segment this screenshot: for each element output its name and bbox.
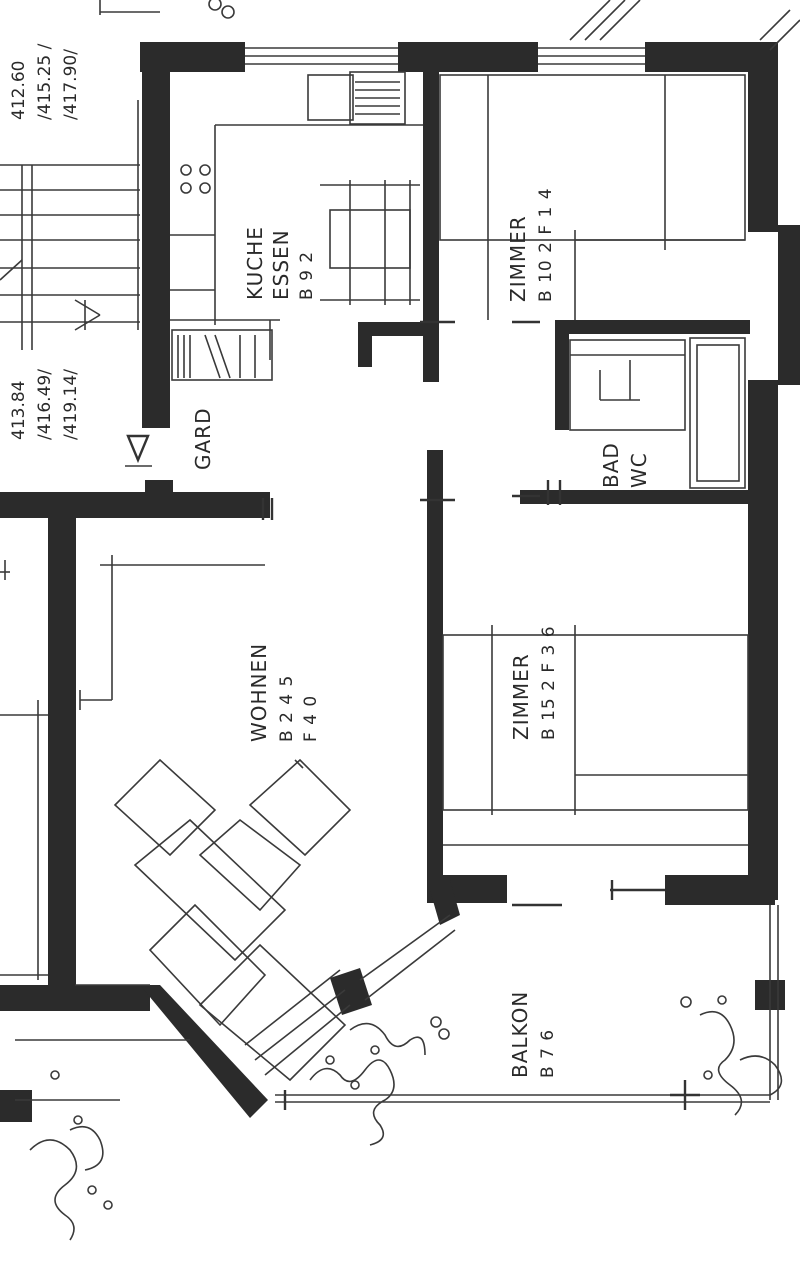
room-dims-wohnen-b: B 2 4 5 xyxy=(277,675,297,742)
room-name-zimmer-mid: ZIMMER xyxy=(509,653,533,740)
room-name-essen: ESSEN xyxy=(269,229,293,300)
label-bad: BAD WC xyxy=(599,442,651,488)
room-name-wc: WC xyxy=(627,452,651,488)
elevation-4: 413.84 xyxy=(9,381,29,440)
label-zimmer-top: ZIMMER B 10 2 F 1 4 xyxy=(506,187,556,302)
room-name-kueche: KUCHE xyxy=(243,226,267,300)
elevation-top-left: 412.60 /415.25 / /417.90/ xyxy=(9,43,81,120)
elevation-mid-left: 413.84 /416.49/ /419.14/ xyxy=(9,369,81,440)
elevation-6: /419.14/ xyxy=(61,369,81,440)
room-name-wohnen: WOHNEN xyxy=(247,643,271,742)
label-garderobe: GARD xyxy=(191,408,215,470)
label-kueche: KUCHE ESSEN B 9 2 xyxy=(243,226,317,300)
elevation-2: /415.25 / xyxy=(35,43,55,120)
room-dims-kueche: B 9 2 xyxy=(297,251,317,300)
room-dims-zimmer-top: B 10 2 F 1 4 xyxy=(536,187,556,302)
elevation-1: 412.60 xyxy=(9,61,29,120)
elevation-5: /416.49/ xyxy=(35,369,55,440)
walls xyxy=(0,42,800,1122)
room-dims-balkon: B 7 6 xyxy=(538,1029,558,1078)
room-dims-wohnen-f: F 4 0 xyxy=(301,695,321,742)
room-name-garderobe: GARD xyxy=(191,408,215,470)
elevation-3: /417.90/ xyxy=(61,49,81,120)
room-name-bad: BAD xyxy=(599,442,623,488)
label-zimmer-mid: ZIMMER B 15 2 F 3 6 xyxy=(509,625,559,740)
room-name-zimmer-top: ZIMMER xyxy=(506,215,530,302)
label-balkon: BALKON B 7 6 xyxy=(508,991,558,1078)
label-wohnen: WOHNEN B 2 4 5 F 4 0 xyxy=(247,643,321,742)
room-name-balkon: BALKON xyxy=(508,991,532,1078)
room-dims-zimmer-mid: B 15 2 F 3 6 xyxy=(539,625,559,740)
